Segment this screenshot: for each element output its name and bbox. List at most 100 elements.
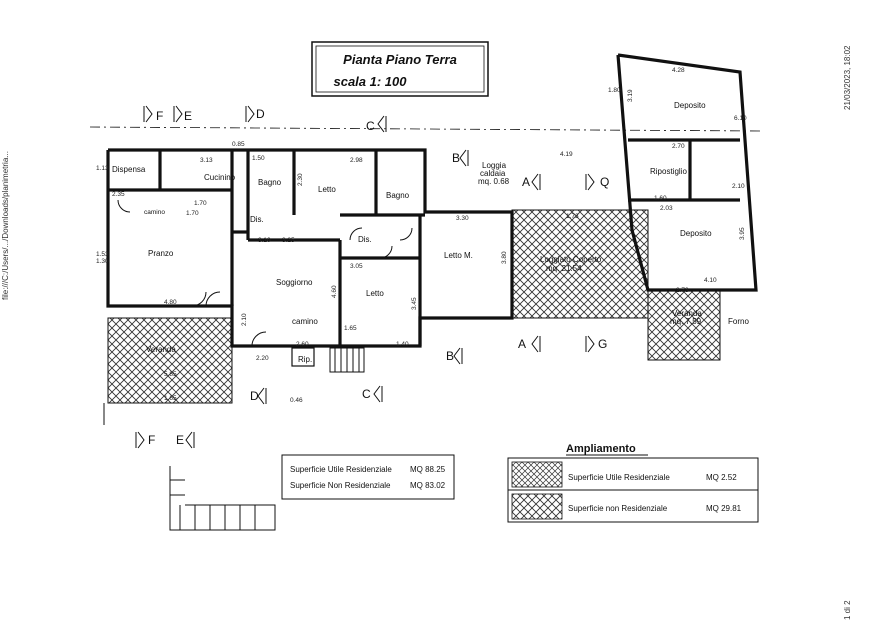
title-box: Pianta Piano Terra scala 1: 100 [311,41,489,97]
room-veranda-2-area: mq. 7.59 [670,317,702,326]
section-markers: F E D C B A Q G A B C D F E [135,105,609,449]
area-non-value: MQ 83.02 [410,481,446,490]
room-veranda: Veranda [146,345,176,354]
room-bagno-2: Bagno [386,191,410,200]
dim: 1.73 [566,213,579,220]
dim: 3.05 [350,263,363,270]
dim: 1.30 [96,258,109,265]
ampliamento-utile-value: MQ 2.52 [706,473,737,482]
section-marker-G: G [598,337,607,351]
room-letto-m: Letto M. [444,251,473,260]
section-marker-B: B [452,151,460,165]
room-forno: Forno [728,317,749,326]
doors [117,199,413,347]
room-loggia-sub: caldaia [480,169,506,178]
dim: 2.35 [112,191,125,198]
section-axis-line [89,126,761,132]
section-marker-C-bottom: C [362,387,371,401]
section-marker-F: F [156,109,163,123]
section-marker-D-bottom: D [250,389,259,403]
area-non-label: Superficie Non Residenziale [290,481,391,490]
room-letto-2: Letto [366,289,384,298]
dim: 1.50 [252,155,265,162]
ampliamento-utile-label: Superficie Utile Residenziale [568,473,670,482]
room-disimpegno-2: Dis. [358,235,372,244]
dim: 3.95 [739,227,746,240]
room-loggia-area: mq. 0.68 [478,177,510,186]
dim: 1.13 [96,165,109,172]
print-header: 21/03/2023, 18:02 1 di 2 file:///C:/User… [1,45,852,620]
dim: 1.80 [608,87,621,94]
ampliamento-non-value: MQ 29.81 [706,504,742,513]
room-disimpegno-1: Dis. [250,215,264,224]
room-deposito-2: Deposito [680,229,712,238]
dim: 2.98 [350,157,363,164]
room-deposito-1: Deposito [674,101,706,110]
room-bagno-1: Bagno [258,178,282,187]
annex-walls [616,53,758,292]
dim: 1.65 [164,395,177,402]
dim: 2.03 [660,205,673,212]
dim: 4.28 [672,67,685,74]
area-summary-box: Superficie Utile Residenziale MQ 88.25 S… [281,454,455,500]
dim: 4.10 [704,277,717,284]
dim: 1.60 [654,195,667,202]
dim: 1.53 [96,251,109,258]
dim: 2.10 [732,183,745,190]
room-dispensa: Dispensa [112,165,146,174]
dimension-labels: 4.28 1.80 3.19 6.10 3.13 2.35 2.98 2.30 … [96,67,747,404]
dim: 1.65 [344,325,357,332]
room-ripostiglio: Ripostiglio [650,167,687,176]
file-path: file:///C:/Users/.../Downloads/planimetr… [1,151,10,300]
page-number: 1 di 2 [843,600,852,620]
section-marker-E-bottom: E [176,433,184,447]
print-datetime: 21/03/2023, 18:02 [843,45,852,110]
dim: 1.40 [396,341,409,348]
section-marker-C: C [366,119,375,133]
section-marker-F-bottom: F [148,433,155,447]
dim: 1.70 [194,200,207,207]
loggiato-hatch [511,209,649,319]
dim: 2.20 [256,355,269,362]
area-utile-label: Superficie Utile Residenziale [290,465,392,474]
room-loggia: Loggia [482,161,507,170]
dim: 4.19 [560,151,573,158]
ampliamento-non-label: Superficie non Residenziale [568,504,668,513]
dim: 3.10 [258,237,271,244]
ampliamento-title: Ampliamento [566,443,636,455]
dim: 2.30 [297,173,304,186]
dim: 3.80 [501,251,508,264]
dim: 3.25 [282,237,295,244]
room-cucinino: Cucinino [204,173,236,182]
section-marker-Q: Q [600,175,609,189]
section-marker-A-bottom: A [518,337,526,351]
dim: 5.85 [164,371,177,378]
room-labels: Dispensa Cucinino Bagno Letto Bagno Logg… [112,101,749,364]
dim: 4.80 [164,299,177,306]
ampliamento-legend: Ampliamento Superficie Utile Residenzial… [507,443,759,523]
room-pranzo: Pranzo [148,249,174,258]
room-veranda-2: Veranda [672,309,702,318]
dim: 1.70 [186,210,199,217]
room-soggiorno: Soggiorno [276,278,313,287]
room-camino-1: camino [144,209,165,216]
section-marker-A: A [522,175,530,189]
dim: 2.73 [676,287,689,294]
legend-swatch-utile [511,461,563,488]
dim: 3.19 [627,89,634,102]
room-loggiato-area: mq. 21.54 [546,264,582,273]
dim: 4.60 [331,285,338,298]
dim: 0.46 [290,397,303,404]
room-camino-2: camino [292,317,318,326]
veranda2-hatch [647,289,721,361]
plan-title: Pianta Piano Terra [343,52,457,67]
section-marker-B-bottom: B [446,349,454,363]
plan-scale: scala 1: 100 [333,74,407,89]
dim: 0.85 [232,141,245,148]
room-letto-1: Letto [318,185,336,194]
dim: 3.13 [200,157,213,164]
section-marker-E: E [184,109,192,123]
room-rip: Rip. [298,355,312,364]
dim: 3.45 [411,297,418,310]
